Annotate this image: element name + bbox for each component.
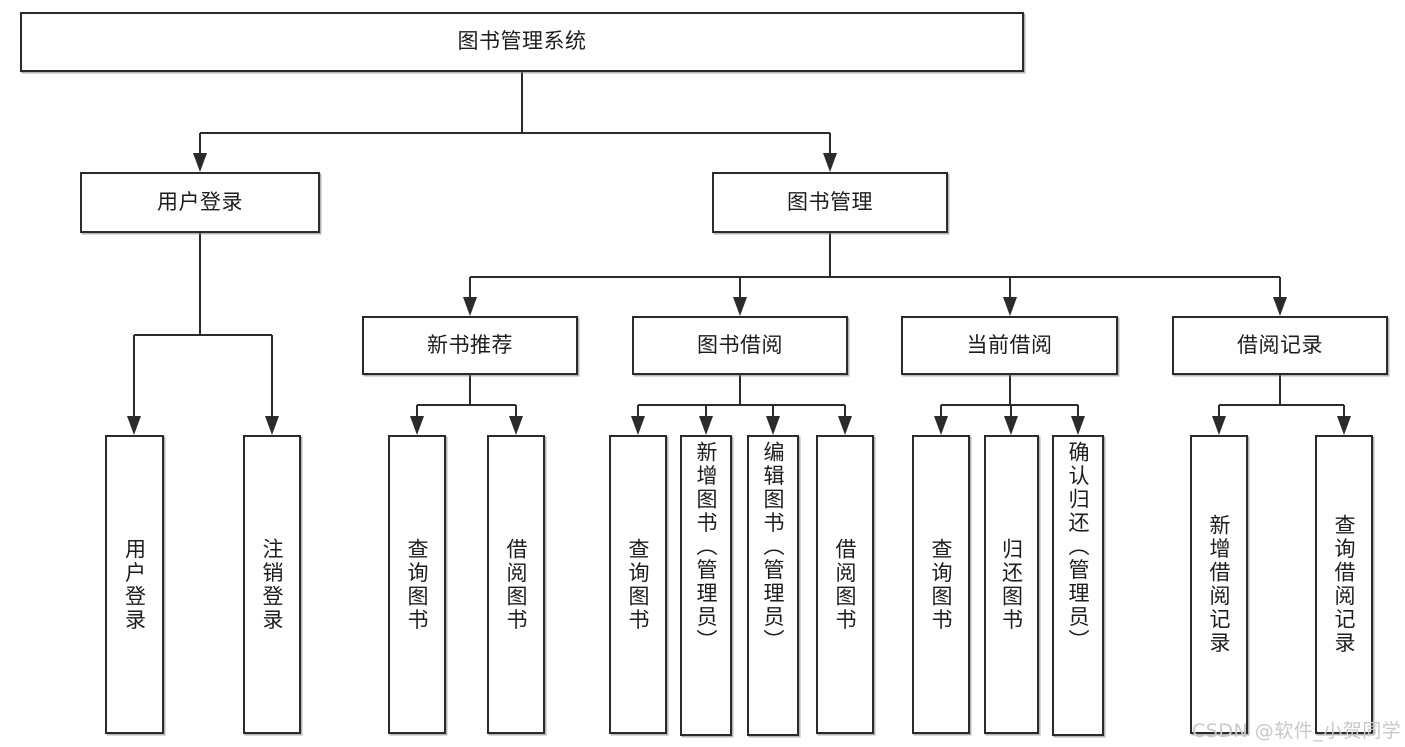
node-leaf-logout-label: 注销登录 bbox=[260, 537, 285, 632]
node-user-login[interactable]: 用户登录 bbox=[80, 172, 320, 233]
node-leaf-query-record[interactable]: 查询借阅记录 bbox=[1315, 435, 1373, 734]
node-leaf-query-book-2[interactable]: 查询图书 bbox=[609, 435, 667, 734]
node-new-book-rec[interactable]: 新书推荐 bbox=[362, 316, 578, 375]
node-leaf-confirm-return[interactable]: 确认归还（管理员） bbox=[1052, 435, 1104, 736]
node-borrow-record-label: 借阅记录 bbox=[1237, 332, 1323, 357]
node-leaf-query-book-3[interactable]: 查询图书 bbox=[912, 435, 970, 734]
node-leaf-borrow-book-1-label: 借阅图书 bbox=[504, 537, 529, 632]
node-new-book-rec-label: 新书推荐 bbox=[427, 332, 513, 357]
node-book-borrow[interactable]: 图书借阅 bbox=[632, 316, 848, 375]
node-leaf-logout[interactable]: 注销登录 bbox=[243, 435, 301, 734]
node-leaf-add-record-label: 新增借阅记录 bbox=[1207, 514, 1232, 655]
node-leaf-add-record[interactable]: 新增借阅记录 bbox=[1190, 435, 1248, 734]
node-current-borrow[interactable]: 当前借阅 bbox=[901, 316, 1118, 375]
node-leaf-edit-book[interactable]: 编辑图书（管理员） bbox=[747, 435, 799, 736]
node-leaf-add-book-label: 新增图书（管理员） bbox=[694, 441, 719, 653]
node-leaf-query-book-1-label: 查询图书 bbox=[405, 537, 430, 632]
node-leaf-query-record-label: 查询借阅记录 bbox=[1332, 514, 1357, 655]
node-root[interactable]: 图书管理系统 bbox=[20, 12, 1024, 72]
node-leaf-query-book-1[interactable]: 查询图书 bbox=[388, 435, 446, 734]
node-leaf-user-login-label: 用户登录 bbox=[122, 537, 147, 632]
node-leaf-borrow-book-1[interactable]: 借阅图书 bbox=[487, 435, 545, 734]
node-user-login-label: 用户登录 bbox=[157, 189, 243, 214]
node-leaf-return-book[interactable]: 归还图书 bbox=[984, 435, 1039, 734]
node-leaf-query-book-2-label: 查询图书 bbox=[626, 537, 651, 632]
node-root-label: 图书管理系统 bbox=[457, 29, 587, 54]
node-leaf-user-login[interactable]: 用户登录 bbox=[105, 435, 164, 734]
node-borrow-record[interactable]: 借阅记录 bbox=[1172, 316, 1388, 375]
node-leaf-edit-book-label: 编辑图书（管理员） bbox=[761, 441, 786, 653]
node-leaf-borrow-book-2-label: 借阅图书 bbox=[833, 537, 858, 632]
node-book-borrow-label: 图书借阅 bbox=[697, 332, 783, 357]
node-book-manage-label: 图书管理 bbox=[787, 189, 873, 214]
node-leaf-confirm-return-label: 确认归还（管理员） bbox=[1066, 441, 1091, 653]
node-leaf-borrow-book-2[interactable]: 借阅图书 bbox=[816, 435, 874, 734]
node-leaf-add-book[interactable]: 新增图书（管理员） bbox=[680, 435, 732, 736]
node-current-borrow-label: 当前借阅 bbox=[966, 332, 1053, 357]
node-book-manage[interactable]: 图书管理 bbox=[712, 172, 948, 233]
node-leaf-query-book-3-label: 查询图书 bbox=[929, 537, 954, 632]
node-leaf-return-book-label: 归还图书 bbox=[999, 537, 1024, 632]
